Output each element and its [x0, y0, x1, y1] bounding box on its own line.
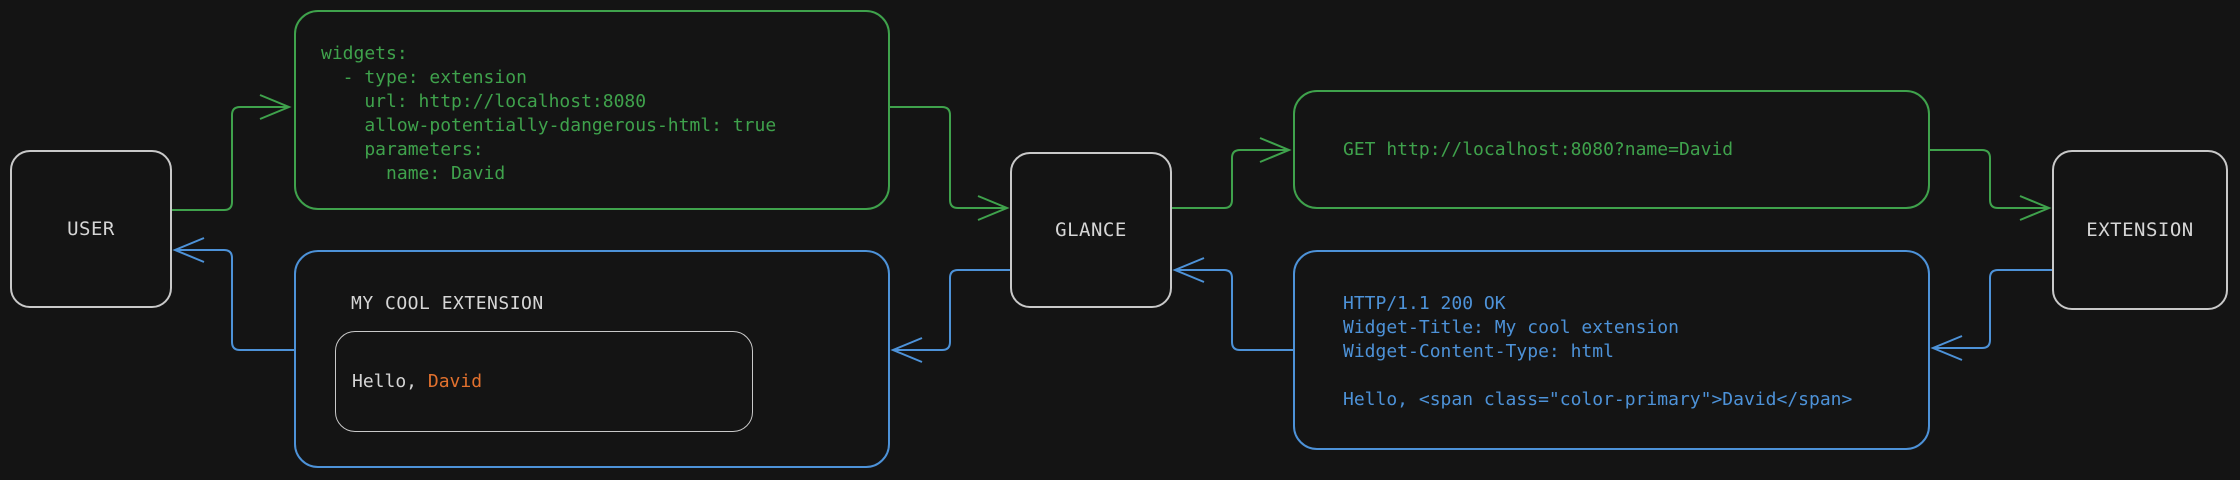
arrow-glance-to-request	[1172, 137, 1292, 209]
response-line: HTTP/1.1 200 OK	[1343, 293, 1506, 314]
response-line	[1343, 364, 1904, 388]
arrow-config-to-glance	[890, 106, 1010, 221]
node-extension-label: EXTENSION	[2086, 219, 2194, 241]
config-line: parameters:	[321, 139, 484, 160]
arrow-request-to-extension	[1930, 149, 2052, 221]
arrow-extension-to-response	[1930, 269, 2052, 361]
config-line: url: http://localhost:8080	[321, 91, 647, 112]
http-request-block: GET http://localhost:8080?name=David	[1293, 90, 1930, 209]
node-glance: GLANCE	[1010, 152, 1172, 308]
widget-preview-block: MY COOL EXTENSION Hello, David	[294, 250, 890, 468]
greeting-text: Hello, David	[352, 371, 482, 392]
widget-title: MY COOL EXTENSION	[351, 293, 544, 314]
config-line: allow-potentially-dangerous-html: true	[321, 115, 777, 136]
greeting-prefix: Hello,	[352, 371, 428, 392]
greeting-name: David	[427, 371, 483, 392]
arrow-glance-to-widget	[890, 269, 1010, 363]
node-user: USER	[10, 150, 172, 308]
node-user-label: USER	[67, 218, 115, 240]
response-line: Hello, <span class="color-primary">David…	[1343, 389, 1853, 410]
config-line: name: David	[321, 163, 506, 184]
arrow-user-to-config	[172, 94, 292, 211]
response-line: Widget-Title: My cool extension	[1343, 317, 1679, 338]
request-line: GET http://localhost:8080?name=David	[1343, 138, 1734, 160]
http-response-block: HTTP/1.1 200 OK Widget-Title: My cool ex…	[1293, 250, 1930, 450]
node-glance-label: GLANCE	[1055, 219, 1127, 241]
arrow-response-to-glance	[1172, 257, 1293, 351]
config-line: - type: extension	[321, 67, 527, 88]
config-yaml-block: widgets: - type: extension url: http://l…	[294, 10, 890, 210]
node-extension: EXTENSION	[2052, 150, 2228, 310]
widget-inner-box: Hello, David	[335, 331, 753, 432]
config-line: widgets:	[321, 43, 408, 64]
arrow-widget-to-user	[172, 237, 294, 351]
response-line: Widget-Content-Type: html	[1343, 341, 1614, 362]
